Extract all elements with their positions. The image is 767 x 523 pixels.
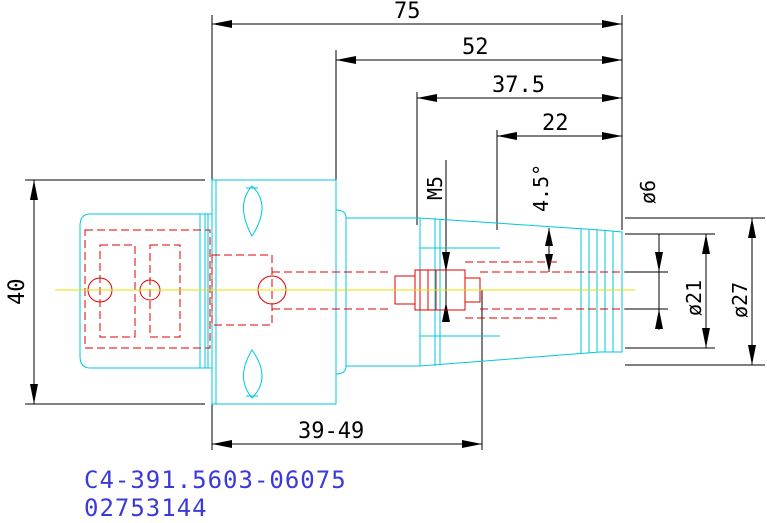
dim-52: 52 — [336, 35, 622, 64]
dim-m5: M5 — [423, 160, 450, 322]
dim-angle-label: 4.5° — [529, 164, 553, 212]
dim-angle: 4.5° — [529, 164, 553, 272]
dim-52-label: 52 — [462, 35, 489, 60]
dim-37-5-label: 37.5 — [492, 73, 545, 98]
part-number: 02753144 — [84, 494, 208, 522]
dim-75-label: 75 — [394, 0, 421, 24]
extension-lines — [25, 15, 765, 450]
dim-dia-21: ø21 — [682, 234, 710, 348]
dim-dia-6: ø6 — [636, 180, 663, 330]
dim-dia-27: ø27 — [728, 218, 756, 365]
internal-features — [84, 229, 625, 349]
dim-dia-6-label: ø6 — [636, 180, 660, 204]
dim-22: 22 — [497, 111, 622, 140]
dim-dia-21-label: ø21 — [682, 280, 706, 316]
dim-39-49: 39-49 — [212, 419, 482, 448]
dim-39-49-label: 39-49 — [298, 419, 364, 444]
dim-40-label: 40 — [5, 279, 30, 306]
dim-40: 40 — [5, 180, 38, 404]
dim-dia-27-label: ø27 — [728, 282, 752, 318]
dim-37-5: 37.5 — [417, 73, 622, 102]
dim-22-label: 22 — [542, 111, 569, 136]
part-code: C4-391.5603-06075 — [84, 466, 347, 494]
dim-m5-label: M5 — [423, 176, 447, 200]
dim-75: 75 — [212, 0, 622, 28]
part-outline — [79, 179, 623, 405]
